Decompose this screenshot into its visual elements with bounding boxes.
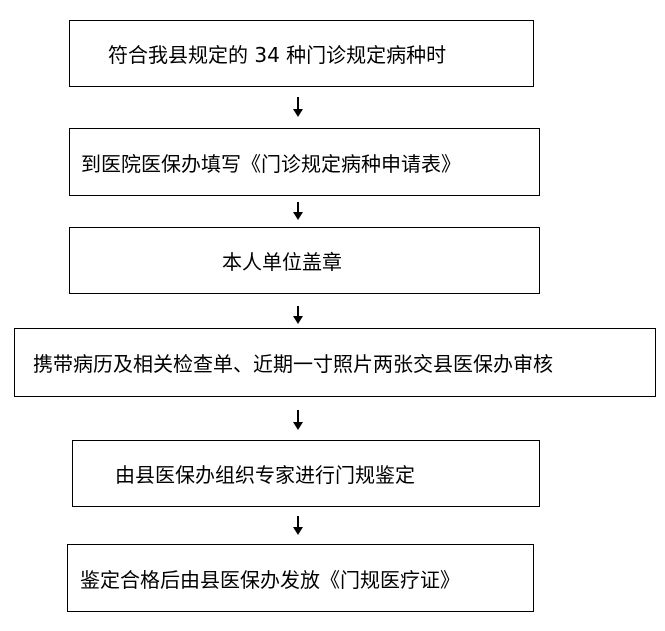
arrow-down-icon bbox=[293, 306, 303, 324]
step-6-text: 鉴定合格后由县医保办发放《门规医疗证》 bbox=[80, 567, 460, 592]
arrow-down-icon bbox=[293, 516, 303, 535]
step-1-text: 符合我县规定的 34 种门诊规定病种时 bbox=[108, 43, 447, 67]
step-4-text: 携带病历及相关检查单、近期一寸照片两张交县医保办审核 bbox=[33, 352, 553, 376]
step-5-box: 由县医保办组织专家进行门规鉴定 bbox=[72, 440, 540, 507]
arrow-down-icon bbox=[293, 410, 303, 430]
step-2-text: 到医院医保办填写《门诊规定病种申请表》 bbox=[81, 151, 461, 176]
step-1-box: 符合我县规定的 34 种门诊规定病种时 bbox=[69, 20, 534, 87]
step-3-box: 本人单位盖章 bbox=[69, 227, 540, 294]
step-3-text: 本人单位盖章 bbox=[222, 250, 342, 274]
arrow-down-icon bbox=[293, 97, 303, 117]
step-5-text: 由县医保办组织专家进行门规鉴定 bbox=[115, 463, 415, 487]
step-4-box: 携带病历及相关检查单、近期一寸照片两张交县医保办审核 bbox=[14, 328, 656, 397]
arrow-down-icon bbox=[293, 202, 303, 220]
step-2-box: 到医院医保办填写《门诊规定病种申请表》 bbox=[69, 128, 540, 196]
step-6-box: 鉴定合格后由县医保办发放《门规医疗证》 bbox=[67, 544, 534, 612]
